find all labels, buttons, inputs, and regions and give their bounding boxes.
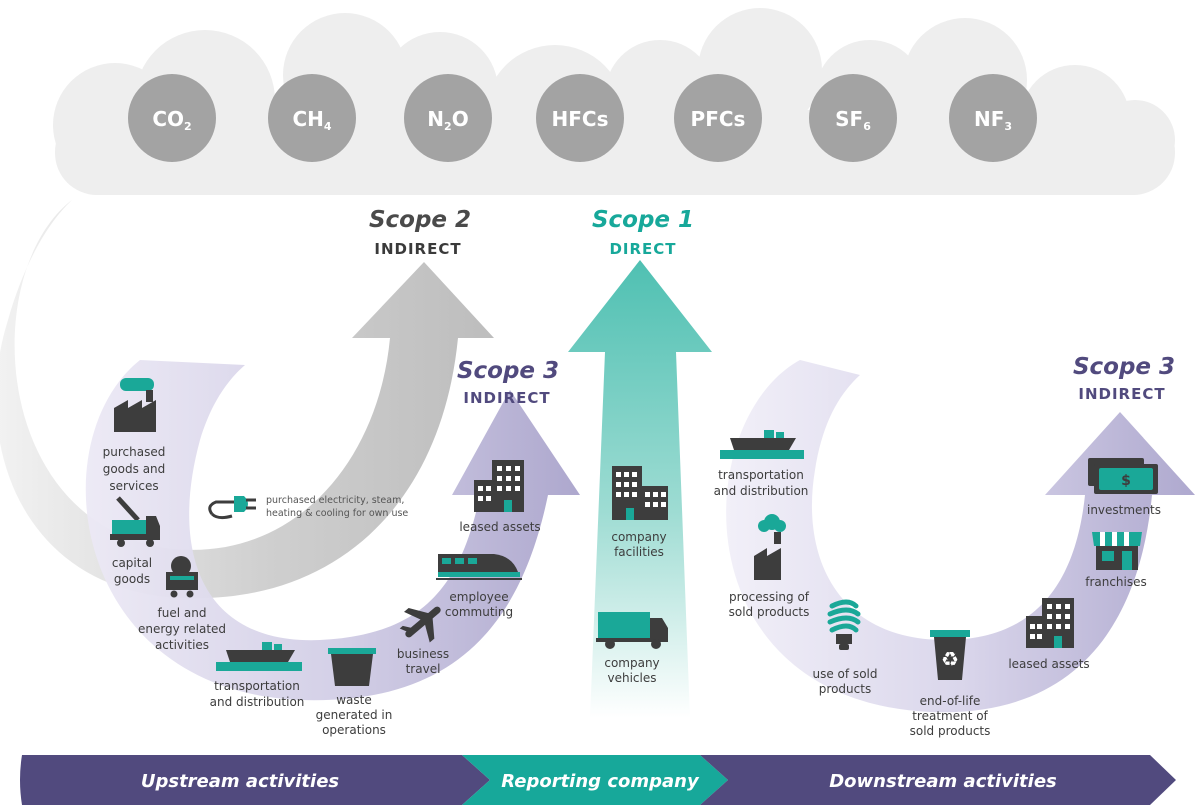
recycle-bin-icon: ♻	[930, 630, 970, 680]
upstream-label: Upstream activities	[141, 771, 340, 792]
scope3-upstream-arrow	[85, 360, 580, 701]
gas-label: SF6	[835, 107, 871, 133]
train-icon	[436, 554, 522, 580]
scope3-downstream-title: Scope 3	[1073, 354, 1175, 380]
cargo-ship-icon	[720, 430, 804, 459]
upstream-bar-segment	[20, 755, 490, 805]
scope3-upstream-heading: Scope 3 INDIRECT	[457, 358, 559, 407]
processing-factory-icon	[754, 514, 786, 580]
money-icon: $	[1088, 458, 1158, 494]
gas-circle	[809, 74, 897, 162]
factory-icon	[114, 378, 156, 432]
scope2-subtitle: INDIRECT	[374, 240, 461, 258]
storefront-label: franchises	[1085, 575, 1147, 589]
crane-truck-icon	[110, 496, 160, 547]
gas-circle	[268, 74, 356, 162]
gas-circle	[128, 74, 216, 162]
company-building-icon	[612, 466, 668, 520]
scope2-title: Scope 2	[369, 207, 471, 233]
gas-circle	[949, 74, 1037, 162]
office-building-label: leased assets	[459, 520, 540, 534]
scope3-downstream-subtitle: INDIRECT	[1078, 385, 1165, 403]
gas-n2o: N2O	[404, 74, 492, 162]
downstream-bar-segment	[700, 755, 1176, 805]
scope3-upstream-title: Scope 3	[457, 358, 559, 384]
scope2-arrow	[0, 200, 494, 599]
scope2-heading: Scope 2 INDIRECT	[369, 207, 471, 258]
mine-cart-icon	[166, 556, 198, 598]
office-building-icon	[474, 460, 524, 512]
gas-ch4: CH4	[268, 74, 356, 162]
value-chain-bar: Upstream activities Reporting company Do…	[20, 755, 1176, 805]
electric-plug-icon	[208, 496, 256, 520]
light-bulb-icon	[827, 599, 861, 650]
office-building-icon	[1026, 598, 1074, 648]
gas-label: CH4	[292, 107, 331, 133]
scope3-downstream-heading: Scope 3 INDIRECT	[1073, 354, 1175, 403]
gas-nf3: NF3	[949, 74, 1037, 162]
scope1-heading: Scope 1 DIRECT	[592, 207, 694, 258]
downstream-label: Downstream activities	[829, 771, 1057, 792]
gas-sf6: SF6	[809, 74, 897, 162]
gas-hfcs: HFCs	[536, 74, 624, 162]
gas-label: HFCs	[552, 107, 609, 131]
gas-list: CO2 CH4 N2O HFCs PFCs SF6 NF3	[128, 74, 1037, 162]
gas-label: CO2	[152, 107, 191, 133]
airplane-icon	[399, 606, 441, 643]
money-symbol: $	[1121, 473, 1131, 489]
svg-text:♻: ♻	[941, 647, 959, 671]
delivery-truck-icon	[596, 612, 668, 649]
gas-circle	[404, 74, 492, 162]
gas-co2: CO2	[128, 74, 216, 162]
gas-label: PFCs	[691, 107, 746, 131]
scope1-subtitle: DIRECT	[609, 240, 676, 258]
reporting-label: Reporting company	[501, 771, 700, 792]
reporting-bar-segment	[462, 755, 728, 805]
gas-pfcs: PFCs	[674, 74, 762, 162]
gas-label: NF3	[974, 107, 1012, 133]
money-label: investments	[1087, 503, 1161, 517]
electric-plug-label: purchased electricity, steam,heating & c…	[266, 495, 408, 519]
scope3-upstream-subtitle: INDIRECT	[463, 389, 550, 407]
storefront-icon	[1092, 532, 1142, 570]
gas-label: N2O	[427, 107, 468, 133]
office-building-label: leased assets	[1008, 657, 1089, 671]
gas-circle	[536, 74, 624, 162]
dumpster-icon	[328, 648, 376, 686]
gas-circle	[674, 74, 762, 162]
scope1-title: Scope 1	[592, 207, 694, 233]
cargo-ship-icon	[216, 642, 302, 671]
